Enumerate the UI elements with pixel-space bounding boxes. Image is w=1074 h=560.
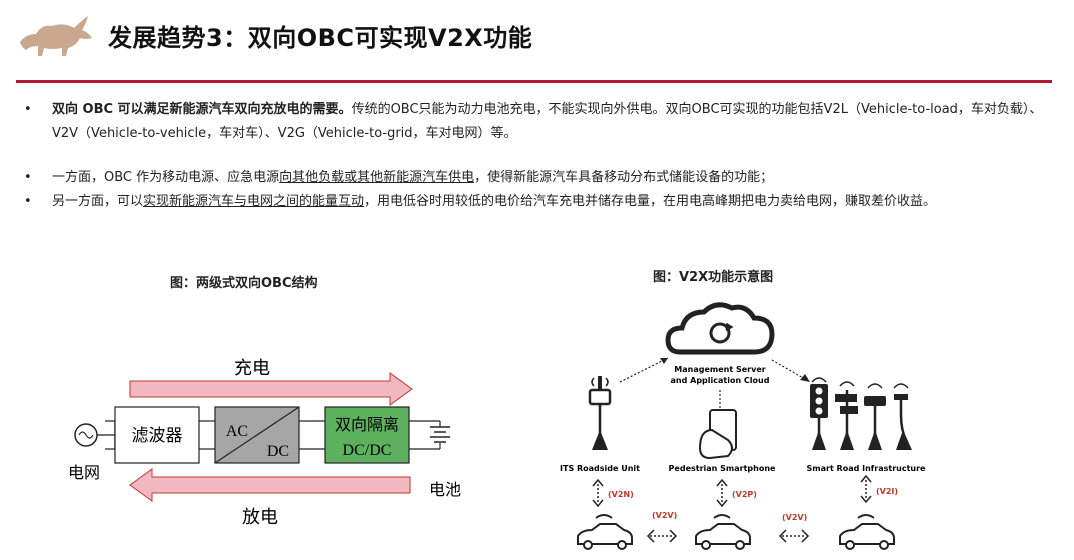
bullet-item-2: • 一方面，OBC 作为移动电源、应急电源向其他负载或其他新能源汽车供电，使得新…: [24, 166, 1054, 190]
battery-icon: [430, 426, 450, 443]
car-icon: [577, 514, 633, 550]
cloud-icon: [665, 302, 775, 355]
v2x-diagram: Management Server and Application Cloud …: [560, 302, 927, 550]
right-figure-caption: 图：V2X功能示意图: [653, 270, 774, 285]
bullet-item-1: • 双向 OBC 可以满足新能源汽车双向充放电的需要。传统的OBC只能为动力电池…: [24, 98, 1054, 146]
car-icon: [695, 514, 751, 550]
infra-label: Smart Road Infrastructure: [807, 464, 927, 473]
charge-arrow: [129, 372, 413, 406]
obc-structure-diagram: 充电 电网 滤波器 AC DC 双向隔离 DC/DC 电池 放电: [68, 358, 461, 528]
bullet-text-post: ，用电低谷时用较低的电价给汽车充电并储存电量，在用电高峰期把电力卖给电网，赚取差…: [364, 194, 937, 209]
bullet-underline-text: 实现新能源汽车与电网之间的能量互动: [143, 194, 365, 209]
v2n-arrow: [592, 478, 604, 508]
filter-label: 滤波器: [132, 426, 183, 446]
car-icon: [839, 514, 895, 550]
acdc-bottom-label: DC: [267, 443, 289, 460]
filter-box: [114, 406, 200, 464]
wireless-signal-icon: [811, 377, 909, 389]
v2n-label: (V2N): [608, 490, 634, 499]
bullet-marker: •: [24, 194, 32, 209]
dcdc-top-label: 双向隔离: [335, 415, 399, 434]
bullet-item-3: • 另一方面，可以实现新能源汽车与电网之间的能量互动，用电低谷时用较低的电价给汽…: [24, 190, 1054, 214]
v2i-arrow: [860, 474, 872, 504]
v2p-label: (V2P): [732, 490, 757, 499]
v2v-arrow: [646, 529, 678, 543]
bullet-text-post: ，使得新能源汽车具备移动分布式储能设备的功能；: [474, 170, 774, 185]
bullet-text: 传统的OBC只能为动力电池充电，不能实现向外供电。双向OBC可实现的功能包括V2…: [52, 102, 1043, 141]
v2v-arrow: [778, 529, 810, 543]
dcdc-bottom-label: DC/DC: [343, 442, 392, 459]
bullet-underline-text: 向其他负载或其他新能源汽车供电: [279, 170, 475, 185]
traffic-light-icon: [810, 384, 828, 450]
dcdc-converter-box: [324, 406, 410, 464]
header-divider: [16, 80, 1052, 83]
v2v-label-2: (V2V): [782, 513, 807, 522]
v2i-label: (V2I): [876, 487, 898, 496]
its-label: ITS Roadside Unit: [560, 464, 640, 473]
bullet-bold-text: 双向 OBC 可以满足新能源汽车双向充放电的需要。: [52, 102, 352, 117]
v2v-label-1: (V2V): [652, 511, 677, 520]
battery-label: 电池: [429, 480, 461, 499]
page-title: 发展趋势3：双向OBC可实现V2X功能: [108, 24, 533, 52]
bullet-list: • 双向 OBC 可以满足新能源汽车双向充放电的需要。传统的OBC只能为动力电池…: [24, 98, 1054, 214]
street-lamp-icon: [894, 394, 912, 450]
bull-logo-icon: [20, 16, 92, 56]
v2p-arrow: [716, 478, 728, 508]
left-figure-caption: 图：两级式双向OBC结构: [170, 276, 318, 291]
cloud-label-2: and Application Cloud: [671, 376, 770, 385]
road-sign-icon: [835, 390, 858, 450]
connection-arrow: [619, 357, 669, 383]
phone-label: Pedestrian Smartphone: [669, 464, 776, 473]
bullet-marker: •: [24, 102, 32, 117]
bullet-text-pre: 另一方面，可以: [52, 194, 144, 209]
discharge-arrow: [129, 468, 411, 502]
bullet-marker: •: [24, 170, 32, 185]
bullet-text-pre: 一方面，OBC 作为移动电源、应急电源: [52, 170, 280, 185]
grid-label: 电网: [68, 463, 100, 482]
discharge-label: 放电: [242, 507, 278, 528]
roadside-unit-icon: [588, 376, 612, 450]
smartphone-icon: [698, 409, 737, 460]
charge-label: 充电: [234, 358, 270, 379]
camera-icon: [864, 396, 886, 450]
acdc-top-label: AC: [226, 423, 248, 440]
cloud-label-1: Management Server: [674, 365, 765, 374]
